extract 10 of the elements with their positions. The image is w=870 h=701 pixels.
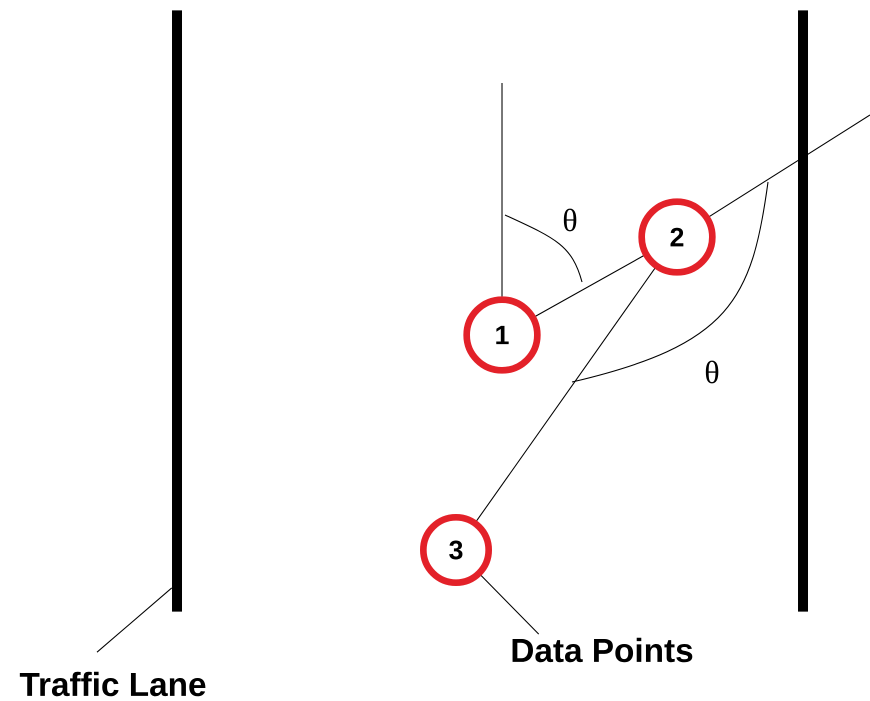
leader-line xyxy=(96,588,172,653)
callout-label: Traffic Lane xyxy=(20,672,206,696)
callout-label: Data Points xyxy=(512,638,692,662)
line xyxy=(709,114,870,217)
angle-label: θ xyxy=(706,360,718,384)
angle-label: θ xyxy=(564,208,576,232)
line xyxy=(535,255,644,317)
leader-line xyxy=(480,575,540,635)
line xyxy=(501,83,503,296)
line xyxy=(476,268,656,521)
